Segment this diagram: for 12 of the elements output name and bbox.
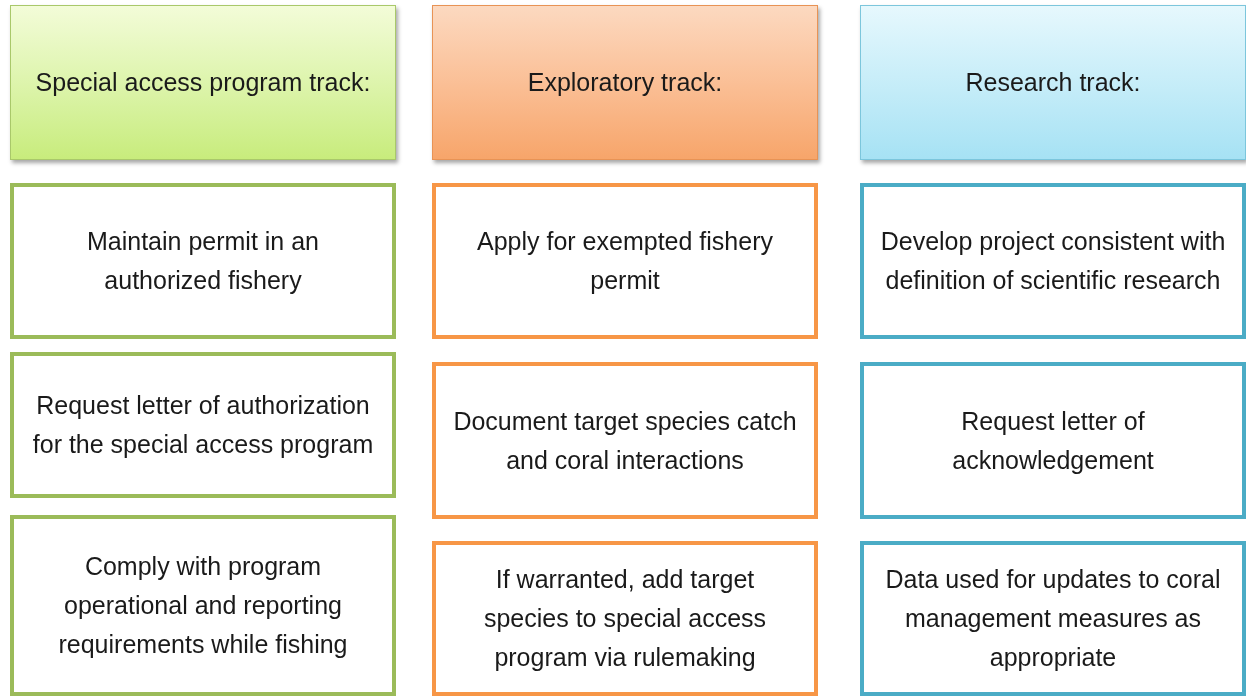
step-box: Comply with program operational and reporting requirements while fishing xyxy=(10,515,396,696)
track-header-box: Research track: xyxy=(860,5,1246,160)
step-box: Request letter of authorization for the special access program xyxy=(10,352,396,498)
step-box: Request letter of acknowledgement xyxy=(860,362,1246,519)
step-box: Maintain permit in an authorized fishery xyxy=(10,183,396,339)
step-box: Data used for updates to coral management measures as appropriate xyxy=(860,541,1246,696)
step-box: Document target species catch and coral interactions xyxy=(432,362,818,519)
step-box: If warranted, add target species to special access program via rulemaking xyxy=(432,541,818,696)
step-box: Develop project consistent with definition of scientific research xyxy=(860,183,1246,339)
track-header-box: Special access program track: xyxy=(10,5,396,160)
track-header-box: Exploratory track: xyxy=(432,5,818,160)
step-box: Apply for exempted fishery permit xyxy=(432,183,818,339)
